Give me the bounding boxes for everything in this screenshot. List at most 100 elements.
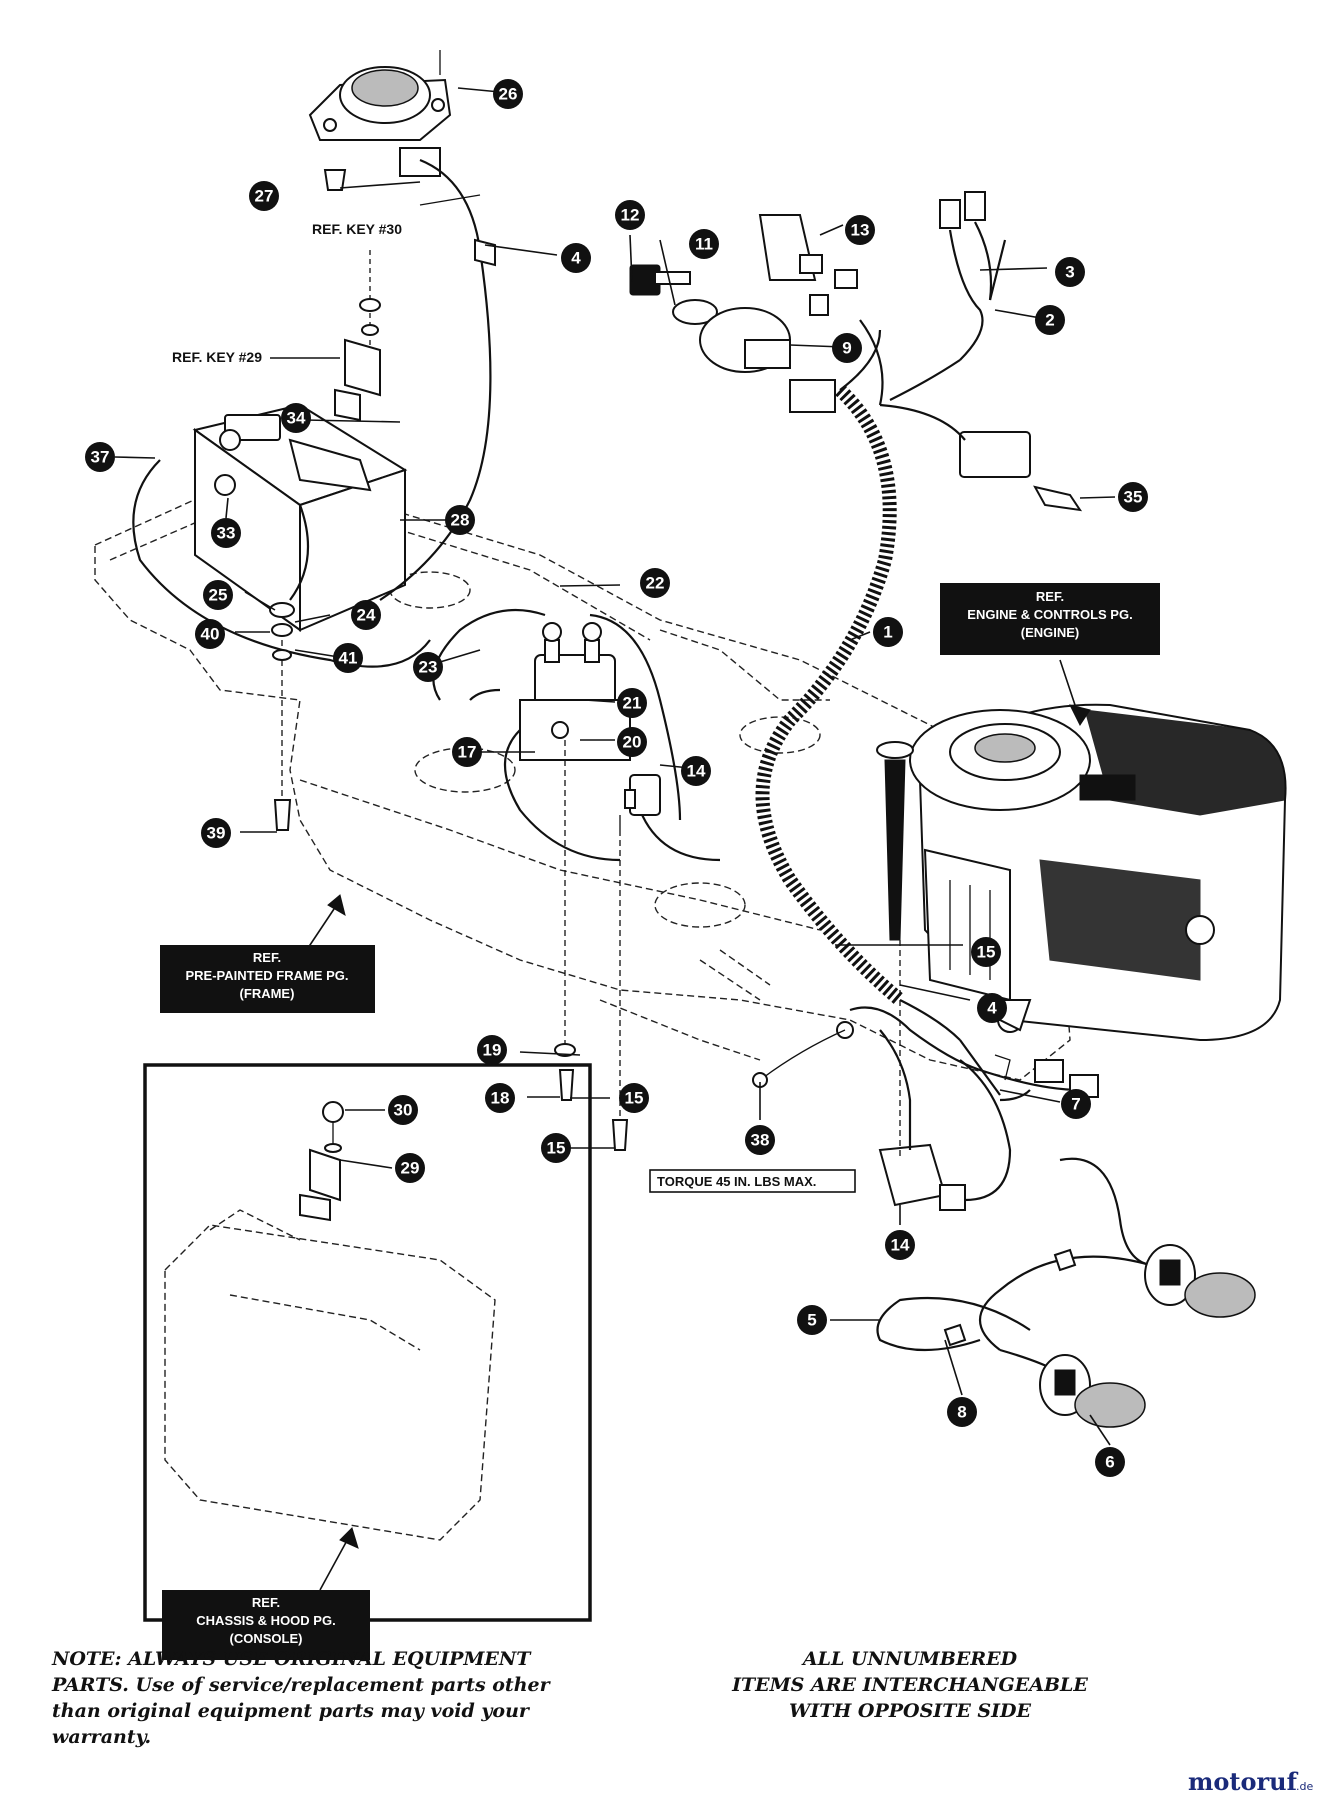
svg-text:6: 6 xyxy=(1105,1453,1114,1472)
main-harness xyxy=(755,319,905,1006)
torque-label: TORQUE 45 IN. LBS MAX. xyxy=(649,1169,856,1193)
callout-34: 34 xyxy=(281,403,311,433)
relay-upper xyxy=(619,774,661,830)
svg-text:34: 34 xyxy=(287,409,306,428)
svg-text:39: 39 xyxy=(207,824,226,843)
svg-text:14: 14 xyxy=(891,1236,910,1255)
callout-33: 33 xyxy=(211,518,241,548)
callout-17: 17 xyxy=(452,737,482,767)
ref-key-30-label: REF. KEY #30 xyxy=(312,221,402,237)
callout-14-lower: 14 xyxy=(885,1230,915,1260)
svg-text:30: 30 xyxy=(394,1101,413,1120)
svg-text:.de: .de xyxy=(1296,1780,1313,1793)
battery-holddown xyxy=(334,250,381,422)
svg-text:22: 22 xyxy=(646,574,665,593)
callout-26: 26 xyxy=(493,79,523,109)
callout-15-bolt: 15 xyxy=(619,1083,649,1113)
svg-text:WITH OPPOSITE SIDE: WITH OPPOSITE SIDE xyxy=(789,1700,1032,1722)
svg-text:37: 37 xyxy=(91,448,110,467)
callout-9: 9 xyxy=(832,333,862,363)
svg-text:PRE-PAINTED FRAME PG.: PRE-PAINTED FRAME PG. xyxy=(186,968,349,983)
pto-switch xyxy=(758,214,858,316)
svg-text:ALL UNNUMBERED: ALL UNNUMBERED xyxy=(801,1648,1018,1670)
svg-text:26: 26 xyxy=(499,85,518,104)
svg-text:NOTE: ALWAYS USE ORIGINAL EQUI: NOTE: ALWAYS USE ORIGINAL EQUIPMENT xyxy=(51,1648,532,1670)
svg-text:38: 38 xyxy=(751,1131,770,1150)
callout-20: 20 xyxy=(617,727,647,757)
svg-text:12: 12 xyxy=(621,206,640,225)
relay-lower xyxy=(878,1029,1012,1211)
callout-40: 40 xyxy=(195,619,225,649)
callout-15-engine: 15 xyxy=(971,937,1001,967)
leader-lines xyxy=(114,87,1116,1591)
svg-text:ENGINE & CONTROLS PG.: ENGINE & CONTROLS PG. xyxy=(967,607,1132,622)
svg-text:25: 25 xyxy=(209,586,228,605)
ref-box-frame: REF. PRE-PAINTED FRAME PG. (FRAME) xyxy=(160,945,375,1013)
callout-18: 18 xyxy=(485,1083,515,1113)
svg-text:CHASSIS & HOOD PG.: CHASSIS & HOOD PG. xyxy=(196,1613,335,1628)
callout-8: 8 xyxy=(947,1397,977,1427)
svg-text:TORQUE 45 IN. LBS MAX.: TORQUE 45 IN. LBS MAX. xyxy=(657,1174,816,1189)
svg-text:33: 33 xyxy=(217,524,236,543)
fuse-harness xyxy=(879,191,1083,512)
svg-text:23: 23 xyxy=(419,658,438,677)
callout-19: 19 xyxy=(477,1035,507,1065)
svg-text:28: 28 xyxy=(451,511,470,530)
svg-text:14: 14 xyxy=(687,762,706,781)
svg-text:4: 4 xyxy=(571,249,581,268)
svg-text:21: 21 xyxy=(623,694,642,713)
svg-text:24: 24 xyxy=(357,606,376,625)
callout-3: 3 xyxy=(1055,257,1085,287)
callout-2: 2 xyxy=(1035,305,1065,335)
svg-text:8: 8 xyxy=(957,1403,966,1422)
svg-text:(FRAME): (FRAME) xyxy=(240,986,295,1001)
engine-wires xyxy=(752,999,1099,1102)
svg-text:17: 17 xyxy=(458,743,477,762)
svg-text:35: 35 xyxy=(1124,488,1143,507)
svg-text:REF.: REF. xyxy=(252,1595,280,1610)
callout-13: 13 xyxy=(845,215,875,245)
svg-text:warranty.: warranty. xyxy=(52,1726,151,1748)
svg-text:19: 19 xyxy=(483,1041,502,1060)
svg-text:20: 20 xyxy=(623,733,642,752)
ref-key-29-label: REF. KEY #29 xyxy=(172,349,262,365)
callout-23: 23 xyxy=(413,652,443,682)
callout-14-top: 14 xyxy=(681,756,711,786)
callout-22: 22 xyxy=(640,568,670,598)
callout-11: 11 xyxy=(689,229,719,259)
callout-5: 5 xyxy=(797,1305,827,1335)
svg-text:ITEMS ARE INTERCHANGEABLE: ITEMS ARE INTERCHANGEABLE xyxy=(731,1674,1088,1696)
note-right: ALL UNNUMBERED ITEMS ARE INTERCHANGEABLE… xyxy=(731,1648,1088,1722)
svg-text:4: 4 xyxy=(987,999,997,1018)
callout-28: 28 xyxy=(445,505,475,535)
callout-38: 38 xyxy=(745,1125,775,1155)
ref-box-engine: REF. ENGINE & CONTROLS PG. (ENGINE) xyxy=(940,583,1160,655)
svg-text:1: 1 xyxy=(883,623,892,642)
svg-text:15: 15 xyxy=(977,943,996,962)
ignition-switch xyxy=(629,264,836,413)
svg-text:5: 5 xyxy=(807,1311,816,1330)
callout-30: 30 xyxy=(388,1095,418,1125)
ref-box-chassis: REF. CHASSIS & HOOD PG. (CONSOLE) xyxy=(162,1590,370,1660)
callout-12: 12 xyxy=(615,200,645,230)
svg-text:7: 7 xyxy=(1071,1095,1080,1114)
callout-15-lower: 15 xyxy=(541,1133,571,1163)
starter-solenoid xyxy=(519,622,631,761)
callout-24: 24 xyxy=(351,600,381,630)
svg-text:motoruf: motoruf xyxy=(1188,1767,1299,1796)
svg-text:(ENGINE): (ENGINE) xyxy=(1021,625,1080,640)
console-inset xyxy=(143,1063,592,1622)
callout-4-top: 4 xyxy=(561,243,591,273)
svg-text:PARTS. Use of service/replacem: PARTS. Use of service/replacement parts … xyxy=(51,1674,552,1696)
callout-21: 21 xyxy=(617,688,647,718)
svg-text:15: 15 xyxy=(625,1089,644,1108)
watermark: motoruf .de xyxy=(1188,1767,1313,1796)
callout-6: 6 xyxy=(1095,1447,1125,1477)
svg-text:18: 18 xyxy=(491,1089,510,1108)
seat-switch xyxy=(308,50,452,191)
svg-text:27: 27 xyxy=(255,187,274,206)
callout-41: 41 xyxy=(333,643,363,673)
svg-text:REF.: REF. xyxy=(253,950,281,965)
engine xyxy=(876,703,1287,1042)
